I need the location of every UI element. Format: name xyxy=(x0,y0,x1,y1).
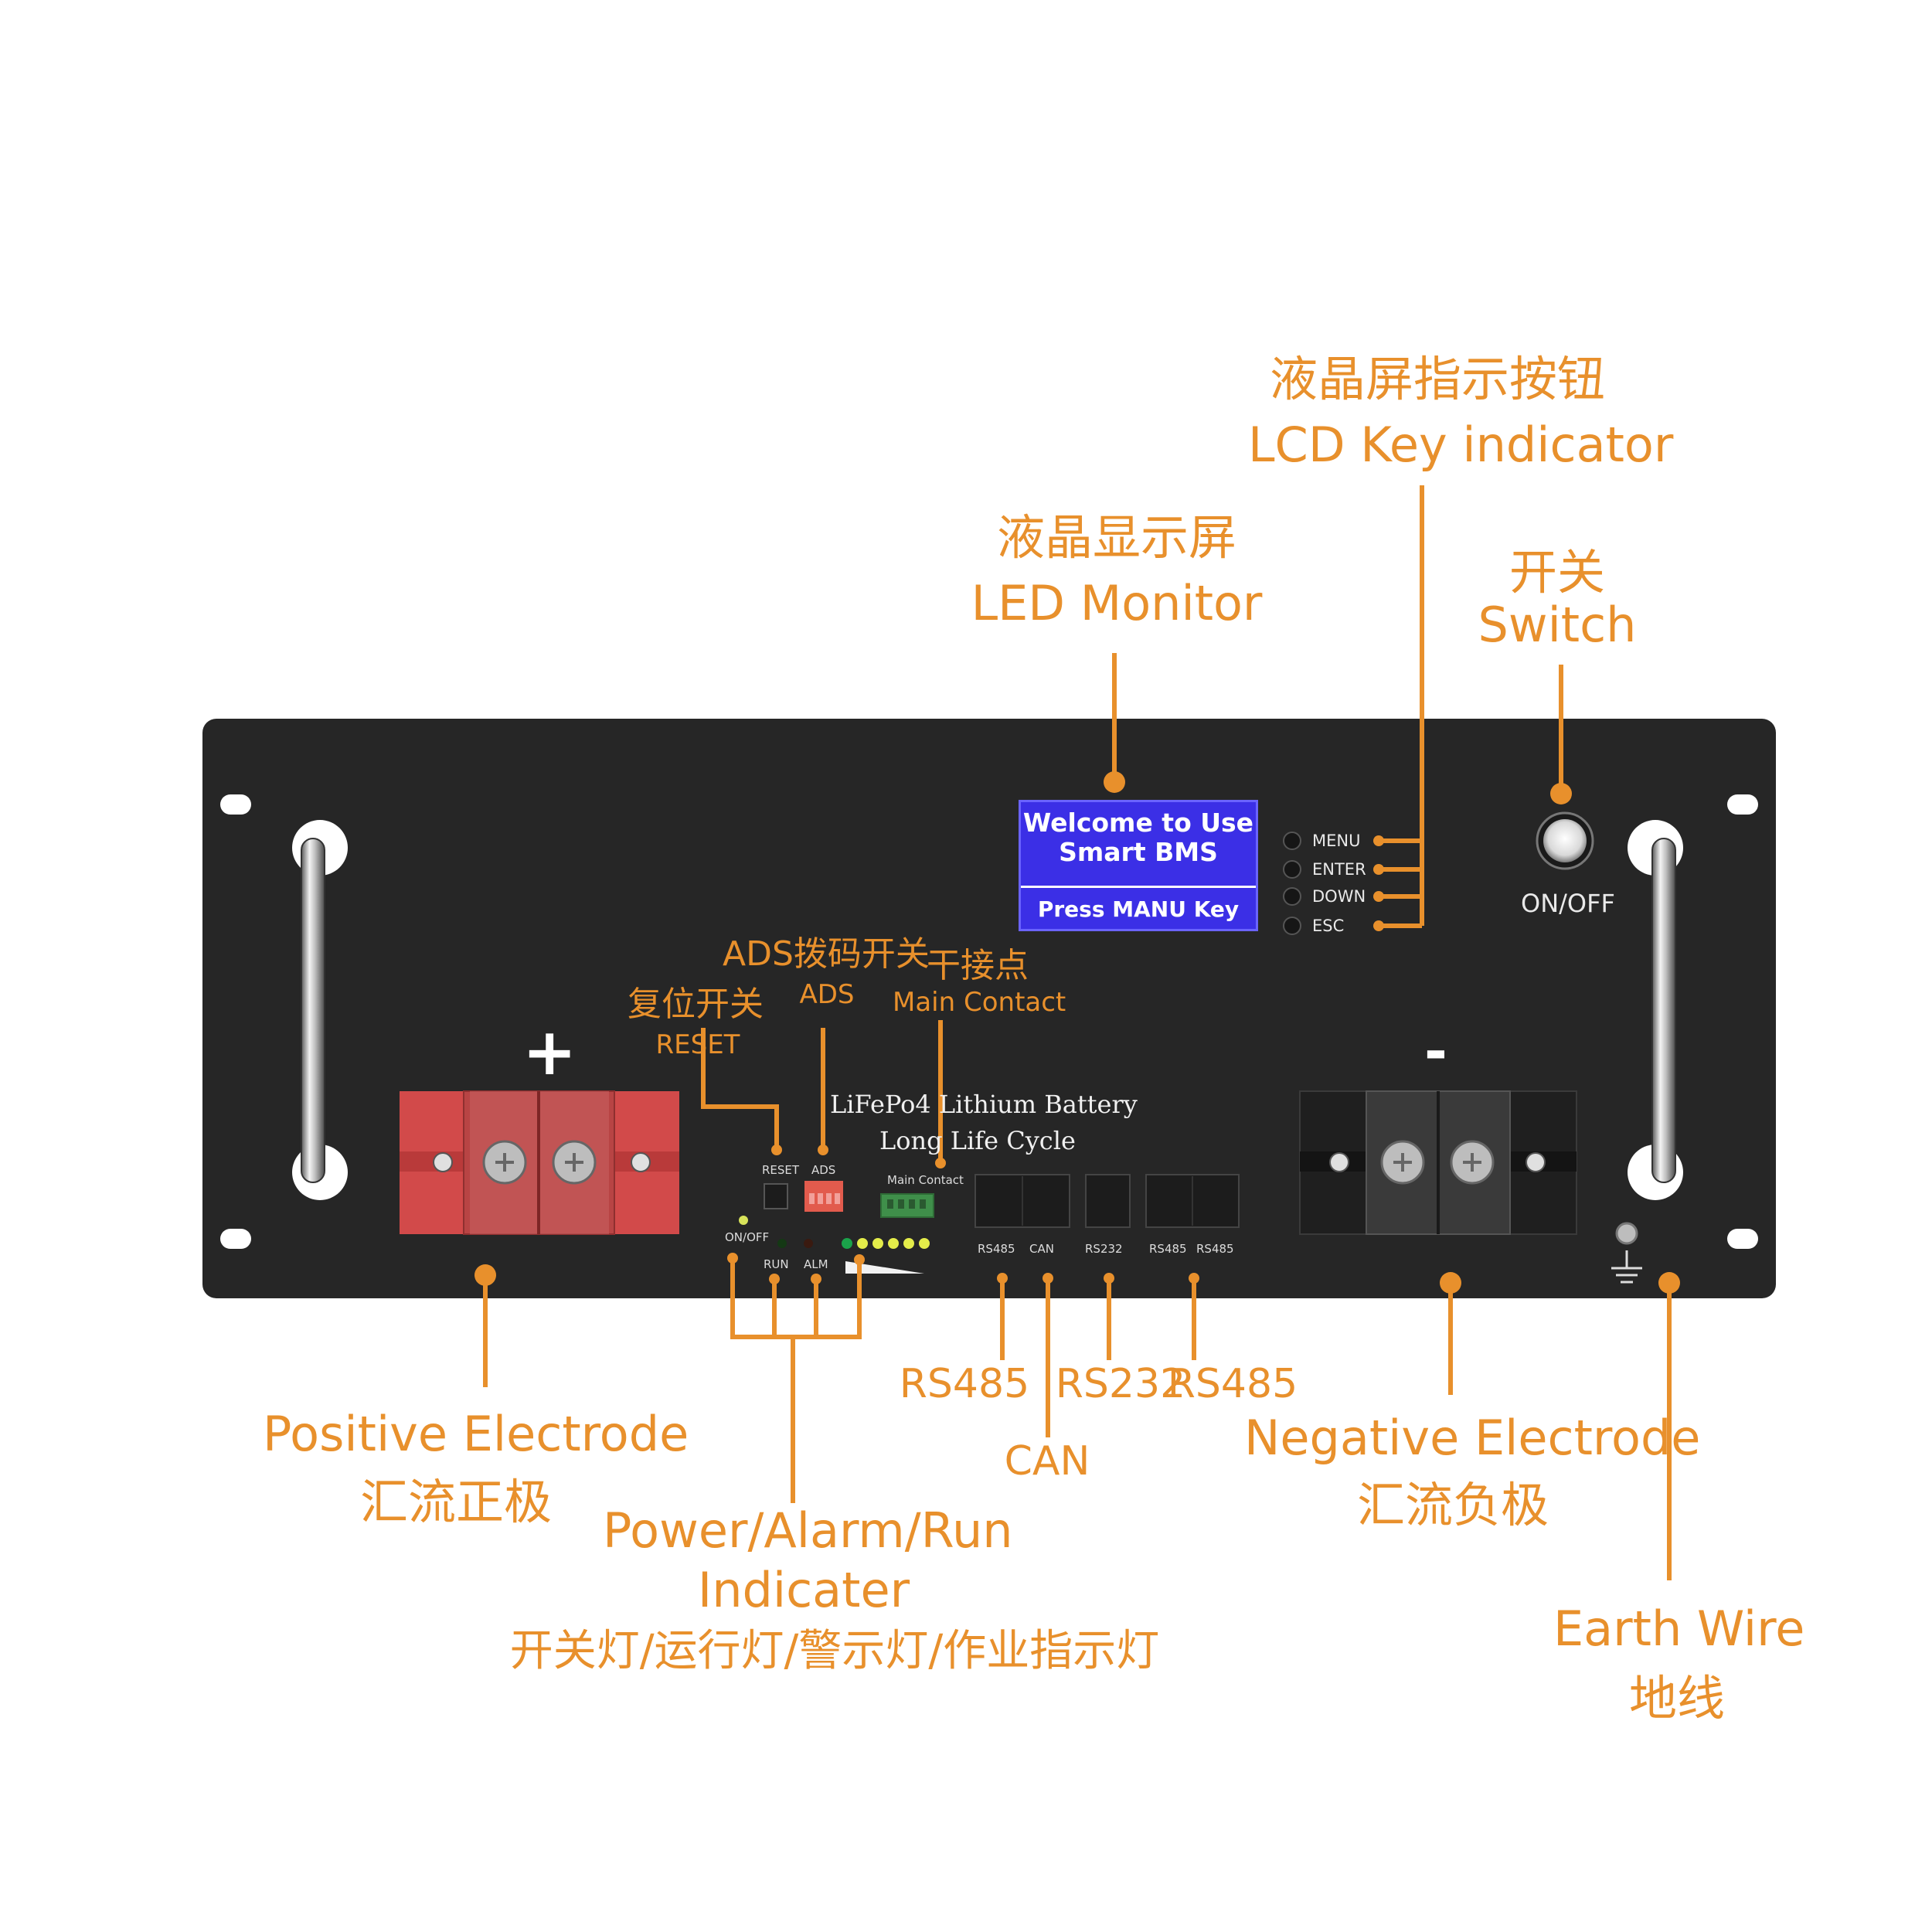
leader-dots xyxy=(474,771,1680,1294)
main-contact-title-cn: 干接点 xyxy=(927,946,1029,985)
esc-key-button[interactable] xyxy=(1283,917,1301,935)
earth-wire-title-cn: 地线 xyxy=(1628,1670,1725,1726)
minus-sign: - xyxy=(1424,1019,1447,1083)
positive-electrode-title-cn: 汇流正极 xyxy=(359,1474,552,1530)
negative-electrode-title-cn: 汇流负极 xyxy=(1356,1477,1549,1533)
main-contact-terminal xyxy=(880,1193,934,1218)
onoff-led xyxy=(739,1216,748,1225)
mount-hole-tr xyxy=(1727,794,1758,815)
ads-title-cn: ADS拨码开关 xyxy=(723,934,930,974)
plus-sign: + xyxy=(522,1014,577,1090)
rs485-left-label: RS485 xyxy=(899,1361,1030,1407)
run-led xyxy=(777,1239,787,1248)
switch-title-cn: 开关 xyxy=(1509,544,1605,600)
lcd-line-1: Welcome to Use xyxy=(1022,808,1254,838)
positive-bolt-1 xyxy=(482,1140,527,1185)
lcd-screen: Welcome to Use Smart BMS Press MANU Key xyxy=(1019,800,1258,931)
alm-small-label: ALM xyxy=(804,1257,828,1271)
led-monitor-title-cn: 液晶显示屏 xyxy=(996,509,1236,566)
negative-electrode-title-en: Negative Electrode xyxy=(1244,1410,1701,1466)
power-switch[interactable] xyxy=(1536,811,1594,870)
reset-button[interactable] xyxy=(764,1183,788,1209)
lcd-welcome-text: Welcome to Use Smart BMS xyxy=(1021,808,1256,867)
product-title-line1: LiFePo4 Lithium Battery xyxy=(830,1090,1138,1119)
main-contact-title-en: Main Contact xyxy=(893,987,1066,1018)
enter-key-button[interactable] xyxy=(1283,860,1301,879)
earth-symbol xyxy=(1611,1222,1642,1284)
reset-title-en: RESET xyxy=(655,1029,740,1060)
lcd-line-2: Smart BMS xyxy=(1059,836,1218,867)
negative-terminal xyxy=(1299,1090,1577,1235)
earth-wire-title-en: Earth Wire xyxy=(1553,1600,1805,1657)
soc-led-5 xyxy=(903,1238,914,1249)
soc-led-2 xyxy=(857,1238,868,1249)
mount-hole-br xyxy=(1727,1229,1758,1249)
reset-title-cn: 复位开关 xyxy=(628,985,764,1024)
indicator-title-cn: 开关灯/运行灯/警示灯/作业指示灯 xyxy=(509,1626,1160,1676)
reset-small-label: RESET xyxy=(762,1163,800,1177)
switch-onoff-label: ON/OFF xyxy=(1521,889,1615,918)
menu-key-button[interactable] xyxy=(1283,832,1301,850)
product-title-line2: Long Life Cycle xyxy=(879,1126,1076,1155)
port-label-rs485-1: RS485 xyxy=(978,1242,1015,1256)
led-monitor-title-en: LED Monitor xyxy=(971,575,1263,631)
mount-hole-tl xyxy=(220,794,251,815)
port-label-rs232: RS232 xyxy=(1085,1242,1123,1256)
right-handle xyxy=(1628,820,1683,1200)
soc-led-6 xyxy=(919,1238,930,1249)
negative-bolt-2 xyxy=(1450,1140,1495,1185)
ads-small-label: ADS xyxy=(811,1163,836,1177)
port-label-can: CAN xyxy=(1029,1242,1054,1256)
menu-key-label: MENU xyxy=(1312,832,1361,850)
lcd-key-title-en: LCD Key indicator xyxy=(1248,417,1674,473)
port-label-rs485-2: RS485 xyxy=(1149,1242,1187,1256)
port-label-rs485-3: RS485 xyxy=(1196,1242,1234,1256)
soc-led-3 xyxy=(872,1238,883,1249)
main-contact-small-label: Main Contact xyxy=(887,1173,964,1187)
soc-led-1 xyxy=(842,1238,852,1249)
lcd-key-title-cn: 液晶屏指示按钮 xyxy=(1269,351,1605,407)
switch-title-en: Switch xyxy=(1478,597,1637,653)
enter-key-label: ENTER xyxy=(1312,860,1366,879)
positive-electrode-title-en: Positive Electrode xyxy=(263,1406,689,1462)
down-key-label: DOWN xyxy=(1312,887,1366,906)
onoff-small-label: ON/OFF xyxy=(725,1230,770,1244)
indicator-title-en-2: Indicater xyxy=(697,1562,910,1618)
soc-wedge xyxy=(845,1261,924,1274)
indicator-title-en-1: Power/Alarm/Run xyxy=(603,1502,1013,1559)
esc-key-label: ESC xyxy=(1312,917,1345,935)
lcd-line-3: Press MANU Key xyxy=(1037,896,1240,922)
negative-bolt-1 xyxy=(1380,1140,1425,1185)
soc-led-4 xyxy=(888,1238,899,1249)
positive-terminal xyxy=(400,1090,679,1235)
run-small-label: RUN xyxy=(764,1257,789,1271)
alm-led xyxy=(804,1239,813,1248)
ads-dip-switch[interactable] xyxy=(804,1181,843,1212)
rs232-port xyxy=(1085,1174,1131,1228)
left-handle xyxy=(292,820,348,1200)
positive-bolt-2 xyxy=(552,1140,597,1185)
can-label: CAN xyxy=(1004,1438,1090,1485)
lcd-separator xyxy=(1021,886,1256,888)
down-key-button[interactable] xyxy=(1283,887,1301,906)
mount-hole-bl xyxy=(220,1229,251,1249)
ads-title-en: ADS xyxy=(799,979,855,1010)
rs232-label: RS232 xyxy=(1055,1361,1186,1407)
leader-lines xyxy=(483,485,1672,1580)
rs485-right-label: RS485 xyxy=(1167,1361,1298,1407)
